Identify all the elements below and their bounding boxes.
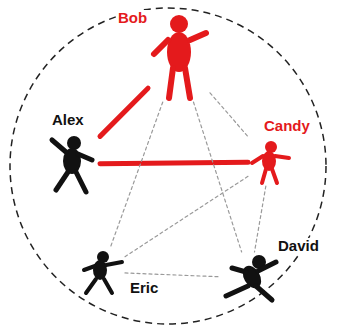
person-node: Candy xyxy=(248,138,292,186)
person-node: David xyxy=(218,252,282,304)
person-node: Eric xyxy=(78,248,125,296)
person-node: Alex xyxy=(45,132,100,196)
person-figure xyxy=(154,15,206,98)
weak-tie xyxy=(210,93,249,138)
person-node: Bob xyxy=(148,12,210,102)
person-figure xyxy=(84,251,122,293)
person-name: Candy xyxy=(262,118,312,134)
person-figure xyxy=(252,141,289,183)
person-figure xyxy=(52,136,92,192)
weak-tie xyxy=(125,176,248,256)
strong-tie xyxy=(100,162,248,163)
strong-tie xyxy=(100,88,148,136)
person-figure xyxy=(226,255,276,300)
person-name: David xyxy=(276,238,321,254)
weak-tie xyxy=(193,102,241,252)
person-name: Eric xyxy=(128,280,160,296)
person-name: Alex xyxy=(50,112,86,128)
weak-tie xyxy=(254,186,265,252)
weak-tie xyxy=(110,102,163,248)
weak-tie xyxy=(125,273,218,277)
person-name: Bob xyxy=(116,10,149,26)
group-circle xyxy=(10,8,326,324)
